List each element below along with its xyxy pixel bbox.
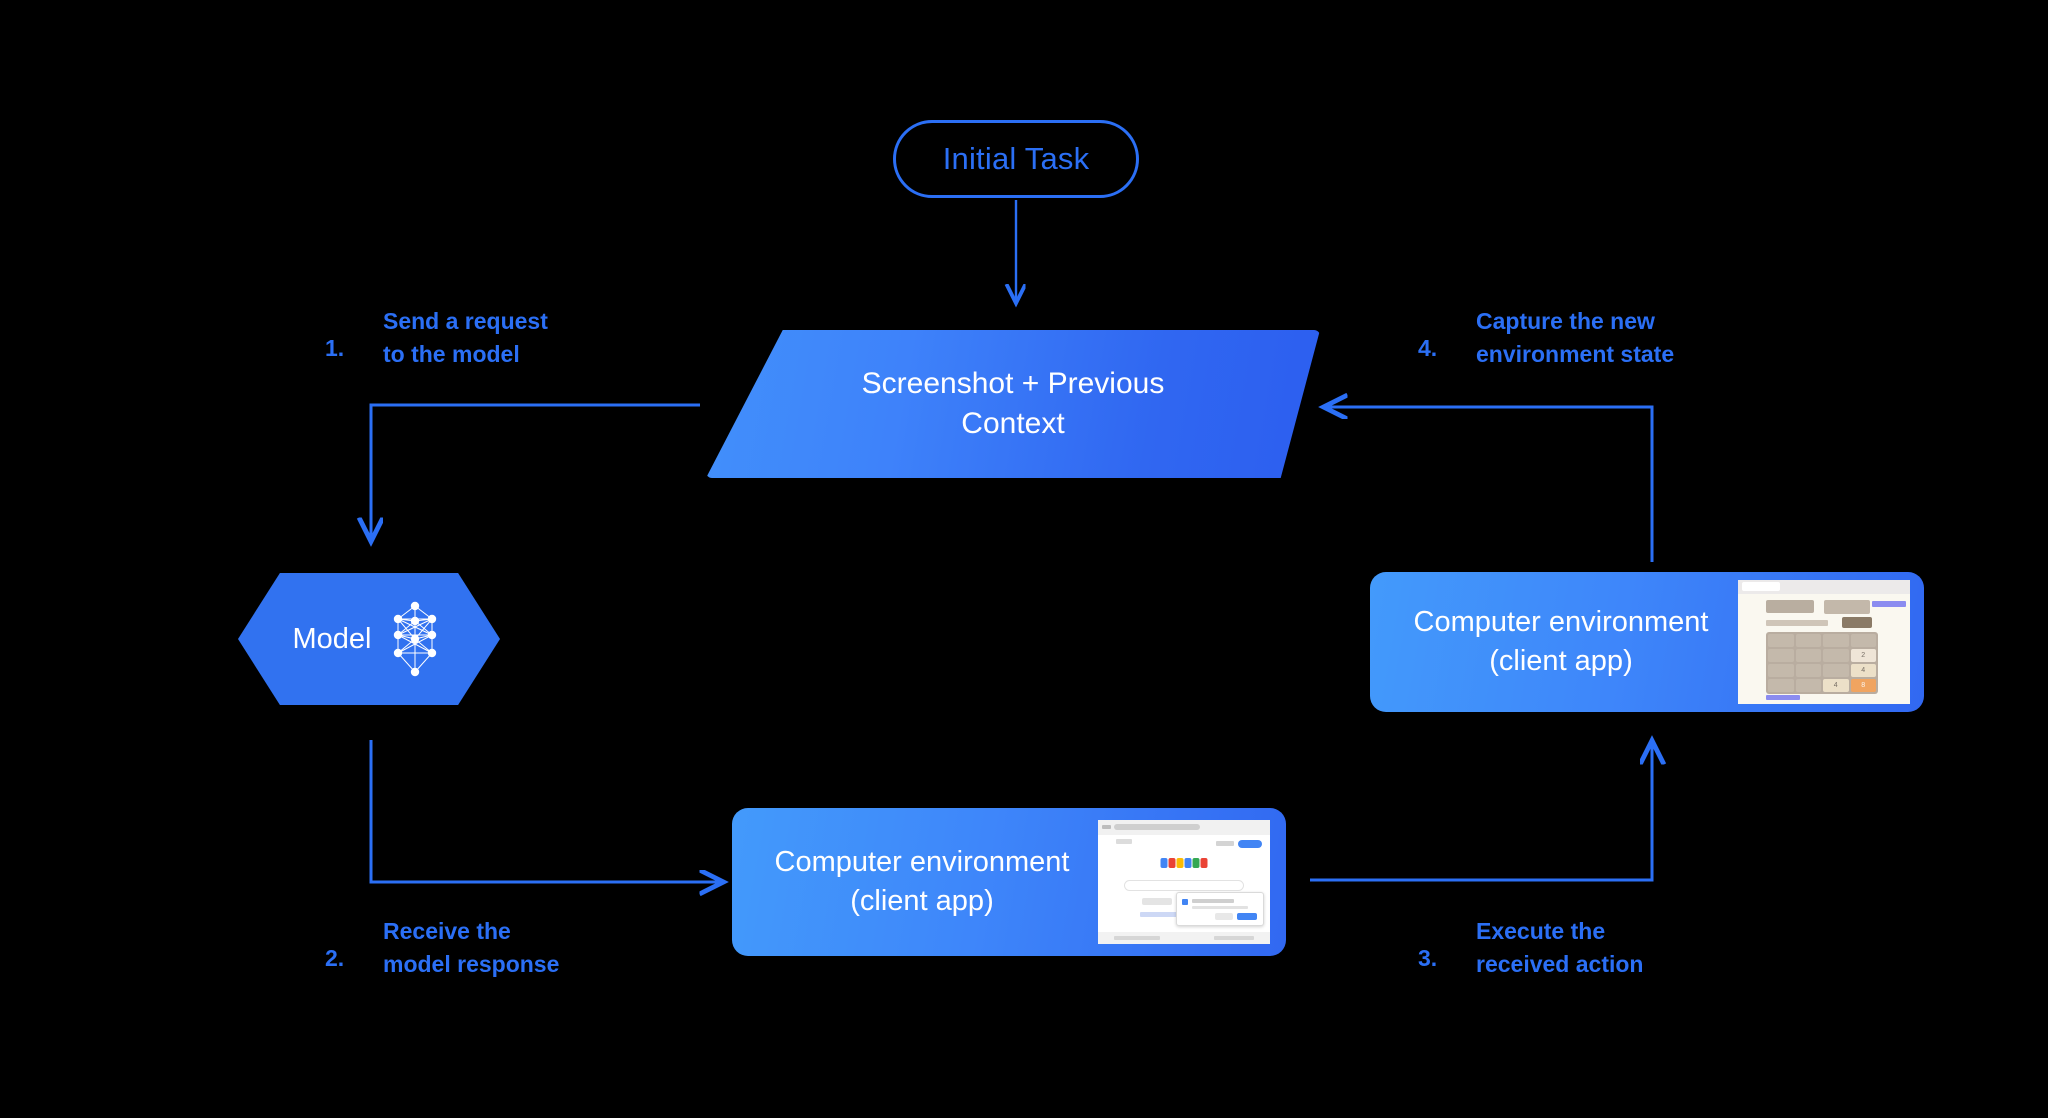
node-model[interactable]: Model bbox=[238, 573, 500, 705]
tile bbox=[1823, 649, 1849, 662]
step-2-number: 2. bbox=[325, 945, 345, 971]
context-shape bbox=[706, 330, 1320, 478]
search-button[interactable] bbox=[1142, 898, 1172, 905]
tile: 4 bbox=[1823, 679, 1849, 692]
logo-letter bbox=[1192, 858, 1200, 868]
node-env-right[interactable]: Computer environment (client app) bbox=[1370, 572, 1924, 712]
tile bbox=[1768, 634, 1794, 647]
node-context[interactable]: Screenshot + Previous Context bbox=[706, 330, 1320, 478]
footer-links-right bbox=[1214, 936, 1254, 940]
dialog-secondary-button[interactable] bbox=[1215, 913, 1233, 920]
address-bar bbox=[1114, 824, 1200, 830]
header-links bbox=[1872, 601, 1906, 607]
tile bbox=[1795, 649, 1821, 662]
google-search-screenshot bbox=[1098, 820, 1270, 944]
env-right-line1: Computer environment bbox=[1413, 606, 1709, 639]
browser-chrome bbox=[1738, 580, 1910, 594]
step-4-text: Capture the new environment state bbox=[1476, 308, 1675, 367]
step-label-1: 1. Send a request to the model bbox=[325, 305, 548, 370]
game-board: 2 4 4 8 bbox=[1766, 632, 1878, 694]
step-2-text: Receive the model response bbox=[383, 918, 560, 977]
step-3-number: 3. bbox=[1418, 945, 1438, 971]
dialog-body bbox=[1192, 906, 1248, 909]
dialog-primary-button[interactable] bbox=[1237, 913, 1257, 920]
tile bbox=[1768, 664, 1794, 677]
game-title bbox=[1766, 600, 1814, 613]
step-label-2: 2. Receive the model response bbox=[325, 915, 559, 980]
initial-task-label: Initial Task bbox=[942, 141, 1090, 176]
search-input[interactable] bbox=[1124, 880, 1244, 891]
logo-letter bbox=[1200, 858, 1208, 868]
env-bottom-line2: (client app) bbox=[850, 885, 994, 917]
tile: 4 bbox=[1850, 664, 1876, 677]
tile bbox=[1823, 634, 1849, 647]
arrow-context-to-model bbox=[371, 403, 700, 540]
tile: 8 bbox=[1850, 679, 1876, 692]
env-right-line2: (client app) bbox=[1489, 645, 1633, 677]
tile bbox=[1823, 664, 1849, 677]
arrow-right-env-to-context bbox=[1325, 407, 1654, 562]
footer-links-left bbox=[1114, 936, 1160, 940]
browser-chrome bbox=[1098, 820, 1270, 835]
game-subtitle bbox=[1766, 620, 1828, 626]
step-label-4: 4. Capture the new environment state bbox=[1418, 305, 1674, 370]
logo-letter bbox=[1160, 858, 1168, 868]
browser-tab bbox=[1742, 582, 1780, 591]
arrow-bottom-env-to-right-env bbox=[1310, 742, 1652, 882]
env-right-label: Computer environment (client app) bbox=[1370, 603, 1738, 681]
signin-text bbox=[1116, 839, 1132, 844]
env-bottom-label: Computer environment (client app) bbox=[732, 843, 1098, 921]
step-3-text: Execute the received action bbox=[1476, 918, 1644, 977]
new-game-button[interactable] bbox=[1842, 617, 1872, 628]
tile bbox=[1768, 649, 1794, 662]
tile bbox=[1768, 679, 1794, 692]
tile bbox=[1795, 634, 1821, 647]
step-1-text: Send a request to the model bbox=[383, 308, 548, 367]
step-label-3: 3. Execute the received action bbox=[1418, 915, 1643, 980]
logo-letter bbox=[1176, 858, 1184, 868]
model-shape bbox=[238, 573, 500, 705]
node-initial-task[interactable]: Initial Task bbox=[893, 120, 1139, 198]
step-4-number: 4. bbox=[1418, 335, 1438, 361]
thumbnail-2048[interactable]: 2 4 4 8 bbox=[1738, 580, 1910, 704]
footer-link bbox=[1766, 695, 1800, 700]
apps-icon bbox=[1216, 841, 1234, 846]
tile: 2 bbox=[1850, 649, 1876, 662]
nav-buttons bbox=[1102, 825, 1111, 829]
popup-dialog[interactable] bbox=[1176, 892, 1264, 926]
score-box bbox=[1824, 600, 1870, 614]
logo-letter bbox=[1184, 858, 1192, 868]
node-env-bottom[interactable]: Computer environment (client app) bbox=[732, 808, 1286, 956]
step-1-number: 1. bbox=[325, 335, 345, 361]
neural-network-icon bbox=[393, 601, 436, 677]
dialog-icon bbox=[1182, 899, 1188, 905]
signin-button[interactable] bbox=[1238, 840, 1262, 848]
model-content: Model bbox=[238, 573, 500, 705]
thumbnail-google[interactable] bbox=[1098, 820, 1270, 944]
arrow-model-to-bottom-env bbox=[369, 740, 722, 882]
dialog-title bbox=[1192, 899, 1234, 903]
page-footer bbox=[1098, 932, 1270, 944]
game-2048-screenshot: 2 4 4 8 bbox=[1738, 580, 1910, 704]
model-label: Model bbox=[292, 622, 372, 655]
logo-letter bbox=[1168, 858, 1176, 868]
google-logo bbox=[1160, 858, 1208, 868]
tile bbox=[1850, 634, 1876, 647]
tile bbox=[1795, 664, 1821, 677]
env-bottom-line1: Computer environment bbox=[774, 846, 1070, 879]
tile bbox=[1795, 679, 1821, 692]
